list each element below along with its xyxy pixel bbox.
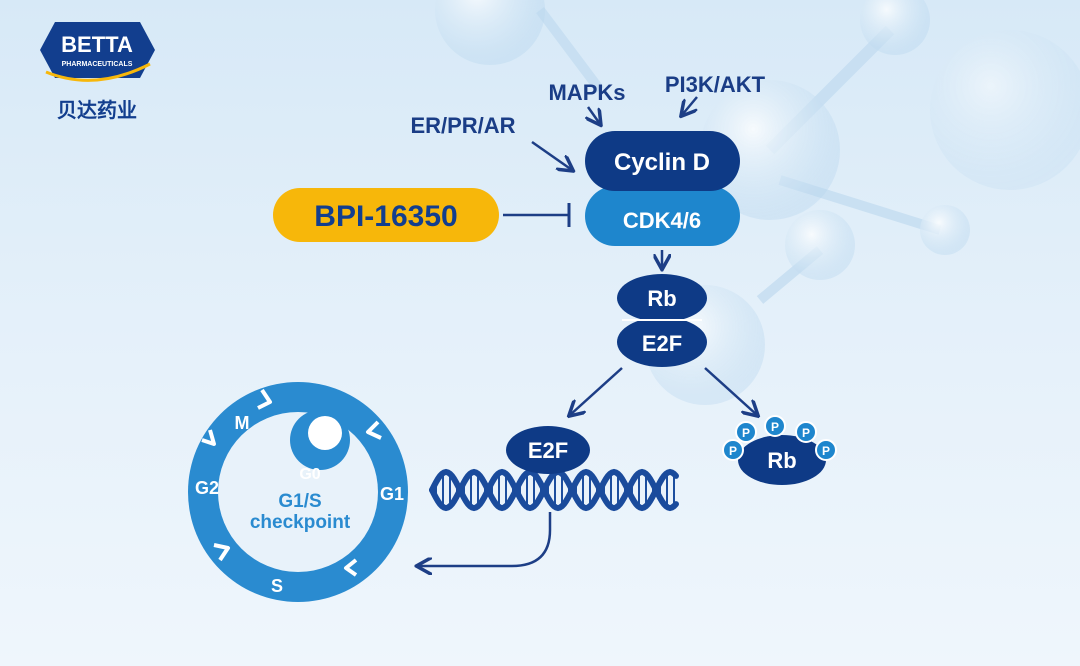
- phase-g2: G2: [195, 478, 219, 498]
- arrow-mapks: [588, 106, 600, 124]
- cdk46-node: [585, 186, 740, 246]
- cdk-complex: CDK4/6 Cyclin D: [585, 131, 740, 246]
- arrow-to-phospho-rb: [704, 367, 757, 415]
- cyclin-d-label: Cyclin D: [614, 149, 710, 176]
- logo-brand: BETTA: [61, 32, 133, 57]
- logo-chinese-name: 贝达药业: [57, 98, 137, 122]
- phase-s: S: [271, 576, 283, 596]
- rb-label: Rb: [647, 286, 676, 311]
- drug-pill: [273, 188, 499, 242]
- phase-g1: G1: [380, 484, 404, 504]
- released-e2f-label: E2F: [528, 438, 568, 463]
- phosphate-label: P: [771, 420, 779, 434]
- rb-e2f-complex: Rb E2F: [617, 274, 707, 367]
- cdk46-label: CDK4/6: [623, 208, 701, 233]
- cell-cycle: M G0 G1 G2 S G1/S checkpoint: [188, 382, 408, 602]
- phosphate-label: P: [729, 444, 737, 458]
- arrow-to-e2f: [570, 367, 623, 415]
- arrow-er-pr-ar: [531, 140, 572, 170]
- phase-g0: G0: [299, 466, 320, 483]
- arrow-dna-to-cycle: [418, 512, 552, 566]
- phospho-rb-node: [738, 435, 826, 485]
- phosphate-label: P: [742, 426, 750, 440]
- logo-subtitle: PHARMACEUTICALS: [62, 61, 133, 68]
- arrow-pi3k: [682, 96, 698, 115]
- rb-node: [617, 274, 707, 322]
- phospho-rb: Rb P P P P P: [722, 415, 837, 485]
- drug-inhibitor: BPI-16350: [273, 188, 571, 242]
- drug-label: BPI-16350: [314, 200, 457, 233]
- label-mapks: MAPKs: [548, 80, 625, 105]
- label-er-pr-ar: ER/PR/AR: [410, 113, 515, 138]
- phosphate-label: P: [822, 444, 830, 458]
- e2f-label: E2F: [642, 331, 682, 356]
- label-pi3k-akt: PI3K/AKT: [665, 72, 766, 97]
- e2f-node: [617, 317, 707, 367]
- checkpoint-line1: G1/S: [278, 491, 321, 512]
- released-e2f-node: [506, 426, 590, 474]
- dna-helix: [429, 468, 679, 512]
- phosphate-label: P: [802, 426, 810, 440]
- phosphate-groups: P P P P P: [722, 415, 837, 461]
- phospho-rb-label: Rb: [767, 448, 796, 473]
- checkpoint-line2: checkpoint: [250, 512, 351, 533]
- cyclin-d-node: [585, 131, 740, 191]
- betta-logo: BETTA PHARMACEUTICALS 贝达药业: [40, 22, 155, 122]
- phase-m: M: [235, 413, 250, 433]
